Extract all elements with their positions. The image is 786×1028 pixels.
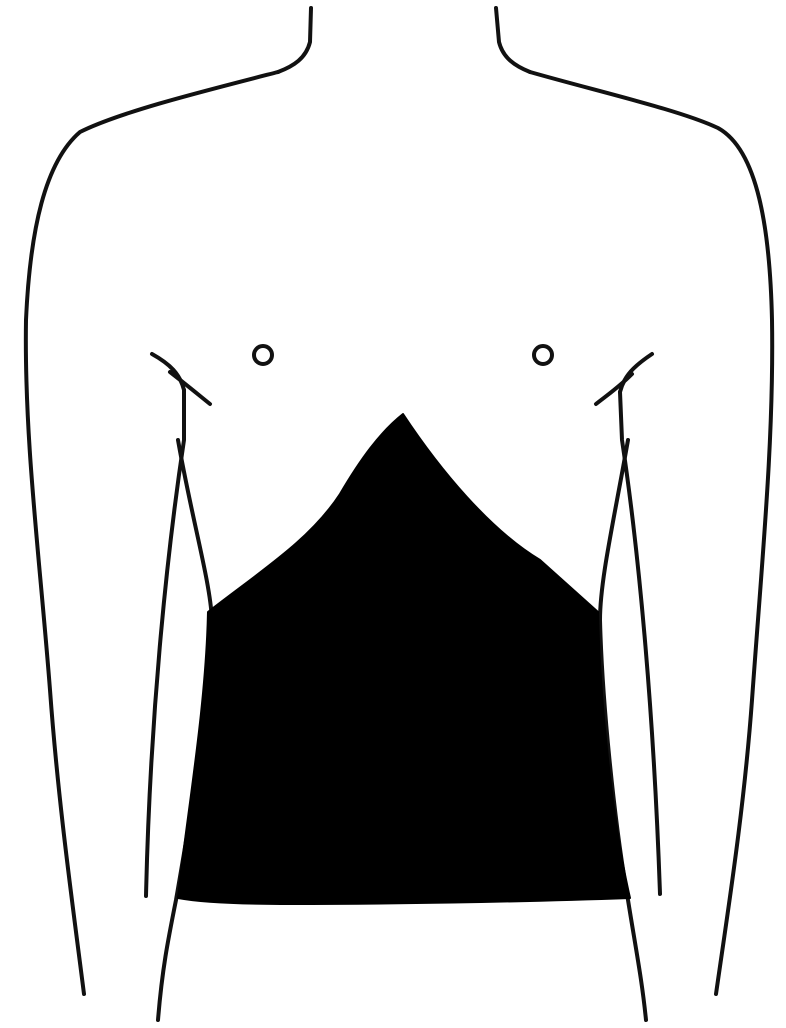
neck-right-line: [496, 8, 530, 72]
right-inner-arm-line: [620, 392, 660, 894]
left-pectoral-curve: [170, 372, 210, 404]
left-inner-arm-line: [146, 390, 184, 896]
right-armpit-curve: [620, 354, 652, 392]
left-nipple-marker: [254, 346, 272, 364]
neck-left-line: [278, 8, 311, 72]
right-pectoral-curve: [596, 374, 632, 404]
right-nipple-marker: [534, 346, 552, 364]
right-torso-side-line: [600, 440, 646, 1020]
abdomen-highlight-region: [178, 414, 630, 904]
